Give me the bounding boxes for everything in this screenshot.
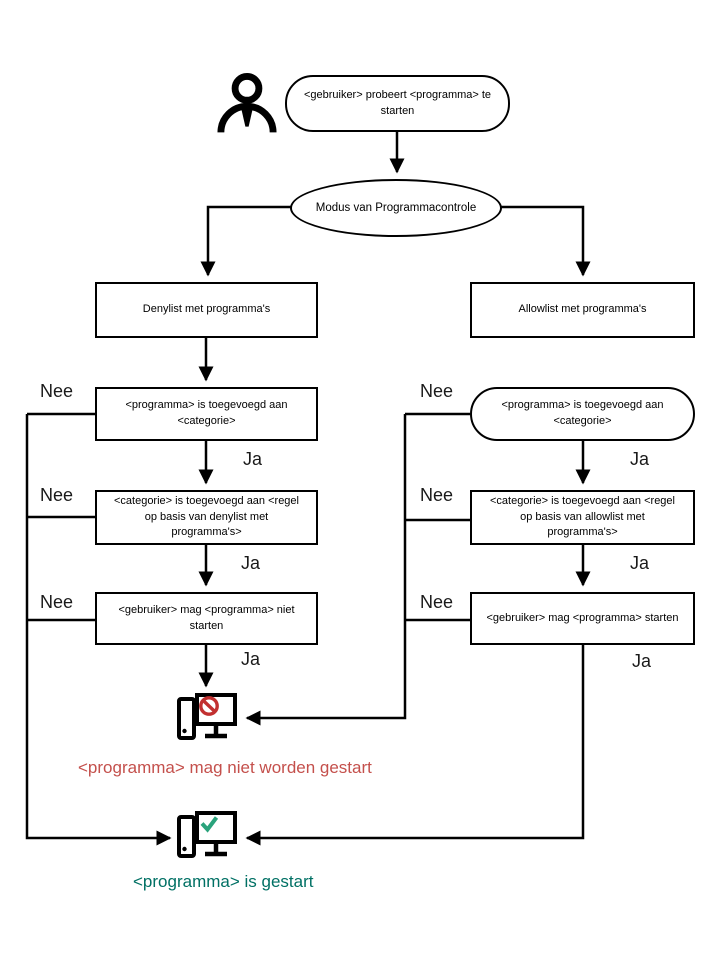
node-deny-category-in-rule: <categorie> is toegevoegd aan <regel op … <box>95 490 318 545</box>
computer-started-icon <box>176 810 238 867</box>
computer-blocked-icon <box>176 692 238 749</box>
edge-label-no: Nee <box>420 381 454 401</box>
edge-label-no: Nee <box>40 381 74 401</box>
node-allow-category-in-rule: <categorie> is toegevoegd aan <regel op … <box>470 490 695 545</box>
node-label: Allowlist met programma's <box>518 303 647 316</box>
node-allow-program-in-category: <programma> is toegevoegd aan <categorie… <box>470 387 695 441</box>
edge-label-no: Nee <box>40 592 74 612</box>
edge-label-yes: Ja <box>241 553 261 573</box>
edge-label-no: Nee <box>420 485 454 505</box>
node-label: <gebruiker> probeert <programma> te star… <box>303 88 492 117</box>
node-user-may-not-start: <gebruiker> mag <programma> niet starten <box>95 592 318 645</box>
node-label: <gebruiker> mag <programma> starten <box>486 611 679 624</box>
result-started-text: <programma> is gestart <box>133 872 314 891</box>
edge-label-yes: Ja <box>632 651 652 671</box>
edge-label-yes: Ja <box>243 449 263 469</box>
node-label: <categorie> is toegevoegd aan <regel op … <box>489 494 675 539</box>
node-label: Denylist met programma's <box>142 303 271 316</box>
result-blocked-text: <programma> mag niet worden gestart <box>78 758 372 777</box>
node-label: <gebruiker> mag <programma> niet starten <box>118 603 295 632</box>
edge-label-yes: Ja <box>630 449 650 469</box>
node-label: <programma> is toegevoegd aan <categorie… <box>501 399 664 427</box>
edge-label-yes: Ja <box>630 553 650 573</box>
node-application-control-mode: Modus van Programmacontrole <box>290 179 502 237</box>
node-label: <categorie> is toegevoegd aan <regel op … <box>113 494 299 539</box>
node-label: Modus van Programmacontrole <box>315 201 477 214</box>
node-deny-program-in-category: <programma> is toegevoegd aan <categorie… <box>95 387 318 441</box>
node-denylist: Denylist met programma's <box>95 282 318 338</box>
edge-label-no: Nee <box>40 485 74 505</box>
user-icon <box>214 72 280 139</box>
edge-label-no: Nee <box>420 592 454 612</box>
node-user-may-start: <gebruiker> mag <programma> starten <box>470 592 695 645</box>
node-allowlist: Allowlist met programma's <box>470 282 695 338</box>
node-user-tries-to-start: <gebruiker> probeert <programma> te star… <box>285 75 510 132</box>
edge-label-yes: Ja <box>241 649 261 669</box>
node-label: <programma> is toegevoegd aan <categorie… <box>125 399 288 427</box>
